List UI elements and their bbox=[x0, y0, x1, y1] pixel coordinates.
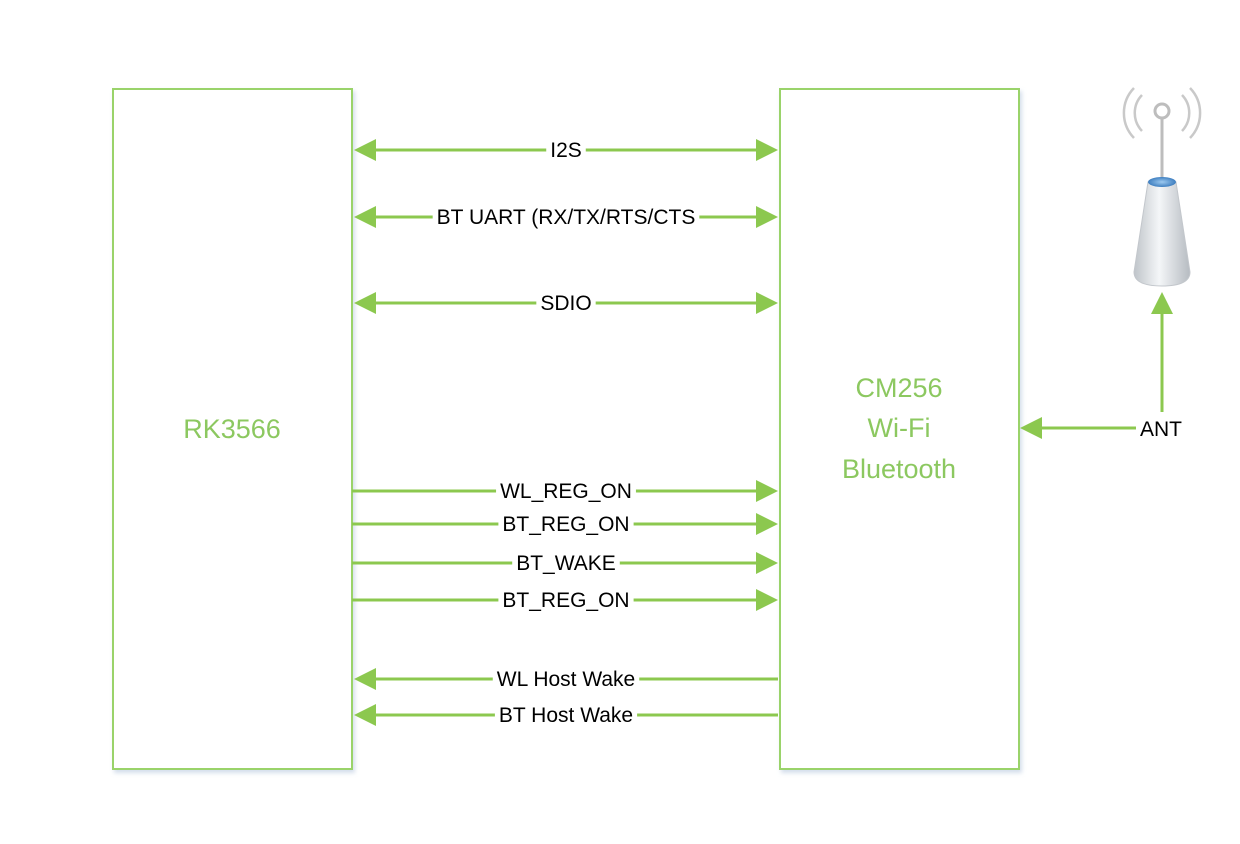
arrow-head-left bbox=[354, 668, 376, 690]
arrow-head-right bbox=[756, 552, 778, 574]
signal-4: WL_REG_ON bbox=[352, 480, 778, 503]
arrow-head-right bbox=[756, 589, 778, 611]
arrow-head-right bbox=[756, 206, 778, 228]
arrow-head-right bbox=[756, 480, 778, 502]
cm256-block: CM256 Wi-Fi Bluetooth bbox=[779, 88, 1020, 770]
signal-label-background bbox=[498, 520, 634, 528]
signal-label: BT UART (RX/TX/RTS/CTS bbox=[437, 206, 696, 229]
signal-1: I2S bbox=[354, 139, 778, 162]
signal-label: WL_REG_ON bbox=[500, 480, 632, 503]
signal-3: SDIO bbox=[354, 292, 778, 315]
arrow-head-left bbox=[354, 206, 376, 228]
signal-8: WL Host Wake bbox=[354, 668, 778, 691]
antenna-arrow-head bbox=[1151, 292, 1173, 314]
antenna-icon bbox=[1122, 87, 1202, 287]
signal-label-background bbox=[496, 487, 636, 495]
rk3566-block: RK3566 bbox=[112, 88, 353, 770]
signal-label-background bbox=[536, 299, 596, 307]
cm256-label-line-2: Wi-Fi bbox=[868, 413, 931, 443]
signal-label-background bbox=[546, 146, 586, 154]
signal-label-background bbox=[494, 711, 638, 719]
signal-2: BT UART (RX/TX/RTS/CTS bbox=[354, 206, 778, 229]
signals: I2S BT UART (RX/TX/RTS/CTS SDIO WL_REG_ON BT… bbox=[352, 139, 778, 727]
signal-9: BT Host Wake bbox=[354, 704, 778, 727]
signal-label: BT_REG_ON bbox=[502, 589, 629, 612]
arrow-head-left bbox=[354, 139, 376, 161]
signal-label-background bbox=[498, 596, 634, 604]
signal-label-background bbox=[432, 213, 700, 221]
ant-arrow-head bbox=[1020, 417, 1042, 439]
arrow-head-left bbox=[354, 292, 376, 314]
signal-label-background bbox=[492, 675, 640, 683]
arrow-head-right bbox=[756, 292, 778, 314]
signal-7: BT_REG_ON bbox=[352, 589, 778, 612]
signal-label: BT_WAKE bbox=[516, 552, 616, 575]
arrow-head-right bbox=[756, 139, 778, 161]
arrow-head-right bbox=[756, 513, 778, 535]
signal-label: SDIO bbox=[540, 292, 591, 315]
signal-label: BT_REG_ON bbox=[502, 513, 629, 536]
signal-label: I2S bbox=[550, 139, 582, 162]
antenna-connection: ANT bbox=[1020, 292, 1182, 441]
signal-6: BT_WAKE bbox=[352, 552, 778, 575]
arrow-head-left bbox=[354, 704, 376, 726]
ant-label: ANT bbox=[1140, 418, 1182, 441]
signal-5: BT_REG_ON bbox=[352, 513, 778, 536]
cm256-label-line-1: CM256 bbox=[855, 373, 942, 403]
rk3566-label: RK3566 bbox=[183, 414, 281, 444]
signal-label: BT Host Wake bbox=[499, 704, 633, 727]
signal-label: WL Host Wake bbox=[497, 668, 635, 691]
cm256-label-line-3: Bluetooth bbox=[842, 454, 956, 484]
signal-label-background bbox=[512, 559, 620, 567]
